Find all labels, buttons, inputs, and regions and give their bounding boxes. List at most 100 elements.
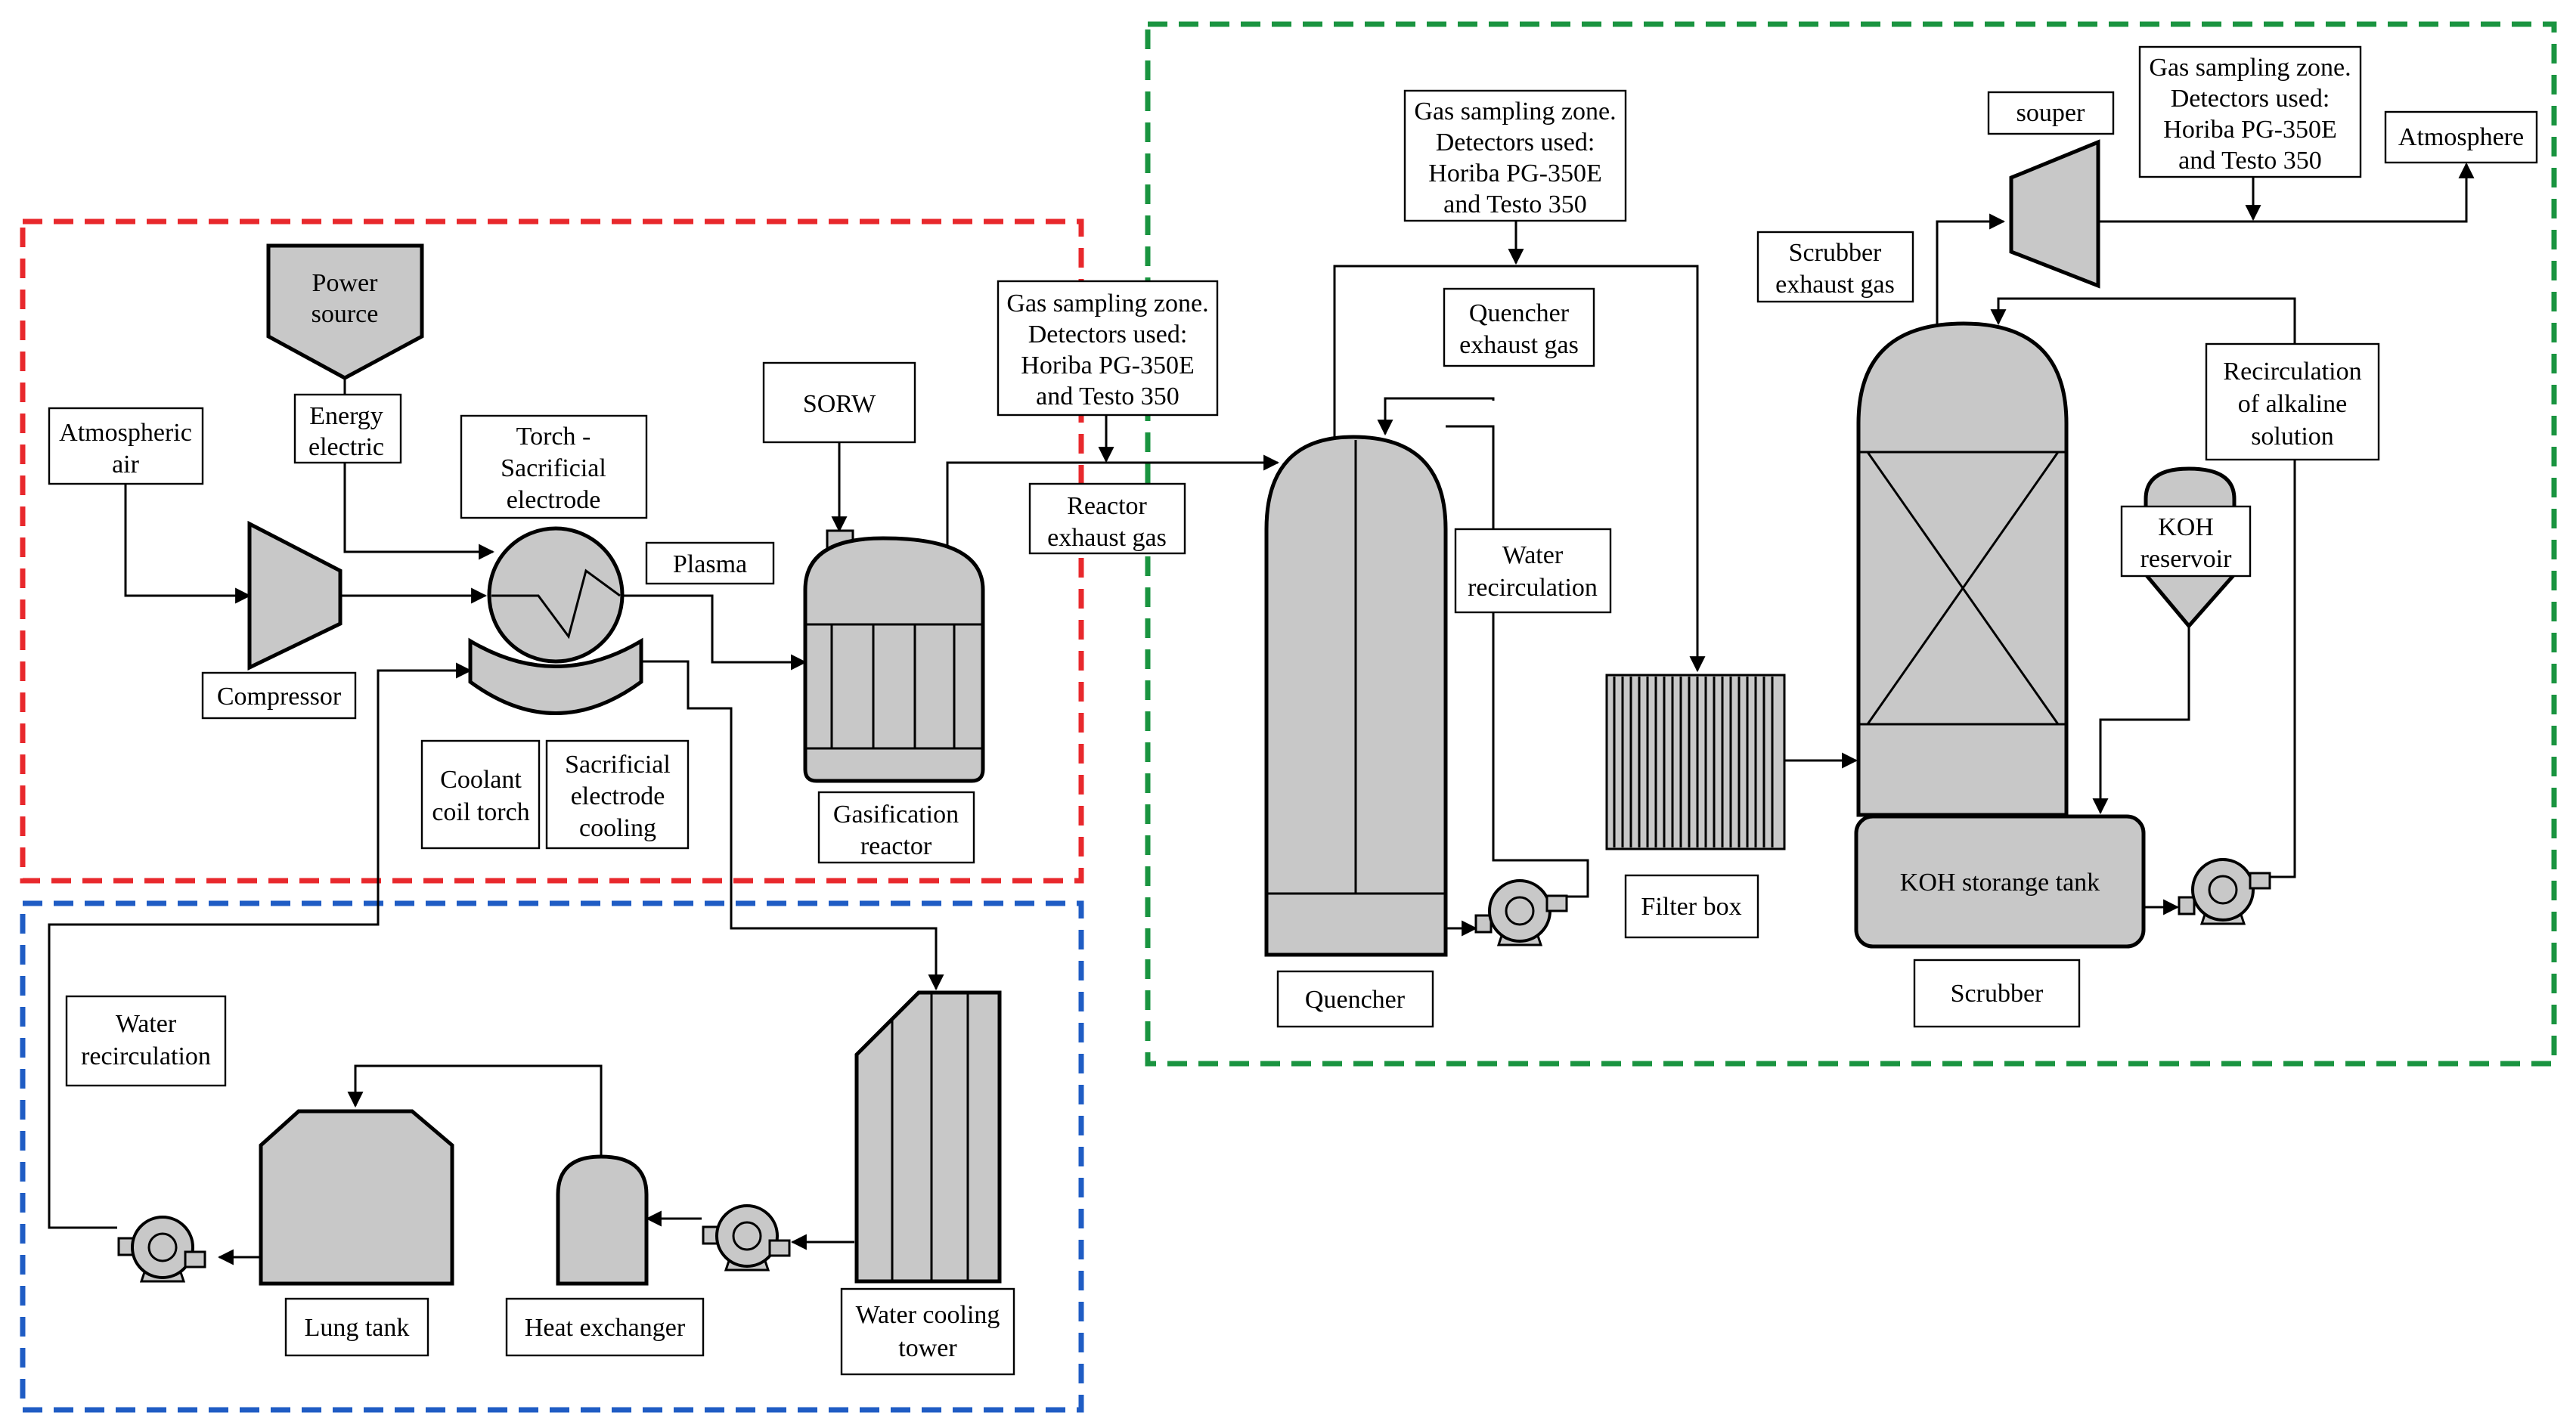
label-gas-sampling-zone-3: Gas sampling zone. Detectors used: Horib… <box>2138 45 2362 178</box>
label-sacrificial-electrode-cooling: Sacrificial electrode cooling <box>545 739 690 850</box>
label-line: Gas sampling zone. <box>2149 54 2351 82</box>
souper-icon <box>2009 139 2100 289</box>
label-line: exhaust gas <box>1775 271 1895 299</box>
label-koh-storage-tank: KOH storange tank <box>1900 869 2100 897</box>
label-reactor-exhaust-gas: Reactor exhaust gas <box>1028 482 1186 555</box>
label-line: Recirculation <box>2223 358 2361 386</box>
label-line: Atmosphere <box>2398 123 2524 151</box>
label-line: Lung tank <box>305 1314 410 1342</box>
label-souper: souper <box>1987 91 2115 135</box>
label-line: and Testo 350 <box>1443 191 1587 218</box>
label-line: Detectors used: <box>2171 85 2330 113</box>
label-line: KOH storange tank <box>1900 869 2100 897</box>
label-scrubber-exhaust-gas: Scrubber exhaust gas <box>1756 231 1914 303</box>
label-line: Quencher <box>1469 299 1570 327</box>
label-line: electrode <box>571 782 665 810</box>
label-gasification-reactor: Gasification reactor <box>817 791 975 864</box>
scrubber-column-icon <box>1856 321 2069 817</box>
label-line: Horiba PG-350E <box>1428 160 1601 187</box>
label-line: exhaust gas <box>1459 331 1579 359</box>
label-line: KOH <box>2158 513 2214 541</box>
label-sorw: SORW <box>762 361 916 444</box>
label-line: Energy <box>309 402 383 430</box>
label-line: tower <box>898 1334 957 1362</box>
cooling-zone-border <box>20 900 1084 1413</box>
label-coolant-coil-torch: Coolant coil torch <box>420 739 541 850</box>
label-torch: Torch - Sacrificial electrode <box>460 414 648 519</box>
lung-tank-icon <box>259 1109 454 1286</box>
label-atmosphere: Atmosphere <box>2384 110 2538 164</box>
label-line: Reactor <box>1067 492 1147 520</box>
label-line: recirculation <box>81 1042 211 1070</box>
pump-icon <box>117 1216 206 1283</box>
pipes <box>48 162 2475 1265</box>
plasma-zone-border <box>20 218 1084 884</box>
label-line: air <box>112 451 140 479</box>
label-line: SORW <box>803 390 876 418</box>
pump-icon <box>702 1204 791 1272</box>
pump-icon <box>1474 879 1568 946</box>
label-heat-exchanger: Heat exchanger <box>505 1297 705 1357</box>
label-line: Plasma <box>673 550 747 578</box>
label-line: Atmospheric <box>59 419 192 447</box>
label-gas-sampling-zone-2: Gas sampling zone. Detectors used: Horib… <box>1403 89 1627 222</box>
label-line: electrode <box>507 486 601 514</box>
label-line: and Testo 350 <box>1036 383 1180 410</box>
heat-exchanger-icon <box>556 1154 649 1286</box>
label-line: Water cooling <box>856 1301 1000 1329</box>
label-filter-box: Filter box <box>1624 874 1759 939</box>
label-line: recirculation <box>1468 574 1598 602</box>
label-line: Gasification <box>833 801 959 829</box>
label-plasma: Plasma <box>645 541 775 585</box>
label-atmospheric-air: Atmospheric air <box>48 407 204 485</box>
label-compressor: Compressor <box>201 671 357 720</box>
label-line: electric <box>308 433 384 461</box>
label-line: souper <box>2016 99 2085 127</box>
label-line: Sacrificial <box>565 751 671 779</box>
label-line: reservoir <box>2140 545 2233 573</box>
label-line: Filter box <box>1641 893 1741 921</box>
pump-icon <box>2178 858 2271 925</box>
label-line: Quencher <box>1305 986 1406 1014</box>
power-source-icon <box>266 243 424 380</box>
label-line: cooling <box>579 814 656 842</box>
label-line: Power <box>312 269 379 297</box>
label-quencher-exhaust-gas: Quencher exhaust gas <box>1443 287 1595 367</box>
label-line: Coolant <box>440 766 522 794</box>
gasification-reactor-icon <box>803 536 985 783</box>
label-line: Torch - <box>516 423 591 451</box>
label-line: Water <box>1502 541 1564 569</box>
label-recirculation-alkaline: Recirculation of alkaline solution <box>2205 342 2380 461</box>
label-line: Gas sampling zone. <box>1414 98 1616 125</box>
label-line: source <box>312 300 379 328</box>
label-line: Scrubber <box>1789 239 1882 267</box>
label-line: reactor <box>860 832 932 860</box>
label-power-source: Power source <box>312 269 379 328</box>
label-line: Scrubber <box>1951 980 2044 1008</box>
label-line: solution <box>2251 423 2334 451</box>
label-line: Heat exchanger <box>525 1314 686 1342</box>
label-line: Detectors used: <box>1028 321 1188 348</box>
label-line: Water <box>116 1010 177 1038</box>
label-scrubber: Scrubber <box>1913 959 2081 1028</box>
label-line: Sacrificial <box>501 454 606 482</box>
label-line: Gas sampling zone. <box>1006 290 1208 318</box>
label-quencher: Quencher <box>1276 970 1434 1028</box>
quencher-icon <box>1264 435 1448 957</box>
water-cooling-tower-icon <box>854 990 1002 1284</box>
label-koh-reservoir: KOH reservoir <box>2120 505 2252 578</box>
label-gas-sampling-zone-1: Gas sampling zone. Detectors used: Horib… <box>997 280 1219 417</box>
label-water-recirculation-quencher: Water recirculation <box>1454 528 1612 614</box>
label-line: of alkaline <box>2238 390 2347 418</box>
label-lung-tank: Lung tank <box>284 1297 429 1357</box>
plasma-torch-icon <box>468 526 643 715</box>
filter-box-icon <box>1605 674 1786 850</box>
label-water-cooling-tower: Water cooling tower <box>840 1287 1015 1376</box>
compressor-icon <box>247 520 343 671</box>
label-water-recirculation-cooling: Water recirculation <box>65 995 227 1087</box>
label-line: coil torch <box>432 798 529 826</box>
label-energy-electric: Energy electric <box>293 393 402 464</box>
label-line: Detectors used: <box>1436 129 1595 156</box>
label-line: and Testo 350 <box>2178 147 2322 175</box>
